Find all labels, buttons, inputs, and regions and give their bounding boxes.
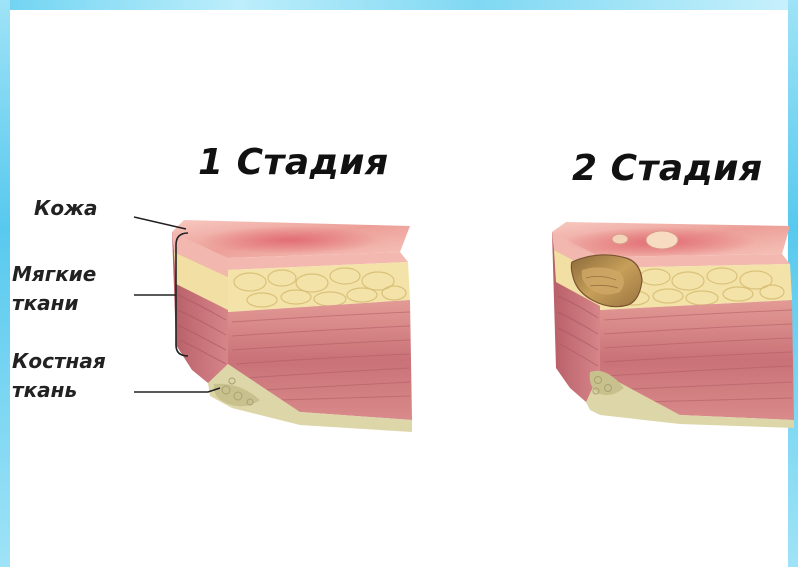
stage-2-tissue-block xyxy=(552,222,794,428)
skin-leader-line xyxy=(134,217,186,229)
stage-1-title: 1 Стадия xyxy=(198,142,389,183)
bone-label-line1: Костная xyxy=(12,349,106,373)
skin-label: Кожа xyxy=(34,194,98,223)
stage-2-blister-small xyxy=(612,234,628,244)
stage-2-blister-large xyxy=(646,231,678,249)
soft-tissue-label: Мягкие ткани xyxy=(12,260,96,318)
soft-tissue-label-line1: Мягкие xyxy=(12,262,96,286)
bone-label: Костная ткань xyxy=(12,347,106,405)
stage-1-tissue-block xyxy=(172,220,412,432)
soft-tissue-label-line2: ткани xyxy=(12,291,79,315)
bone-label-line2: ткань xyxy=(12,378,77,402)
bone-leader-line xyxy=(134,388,220,392)
stage-2-title: 2 Стадия xyxy=(572,148,763,189)
skin-label-text: Кожа xyxy=(34,196,98,220)
stage-1-redness xyxy=(200,226,380,254)
